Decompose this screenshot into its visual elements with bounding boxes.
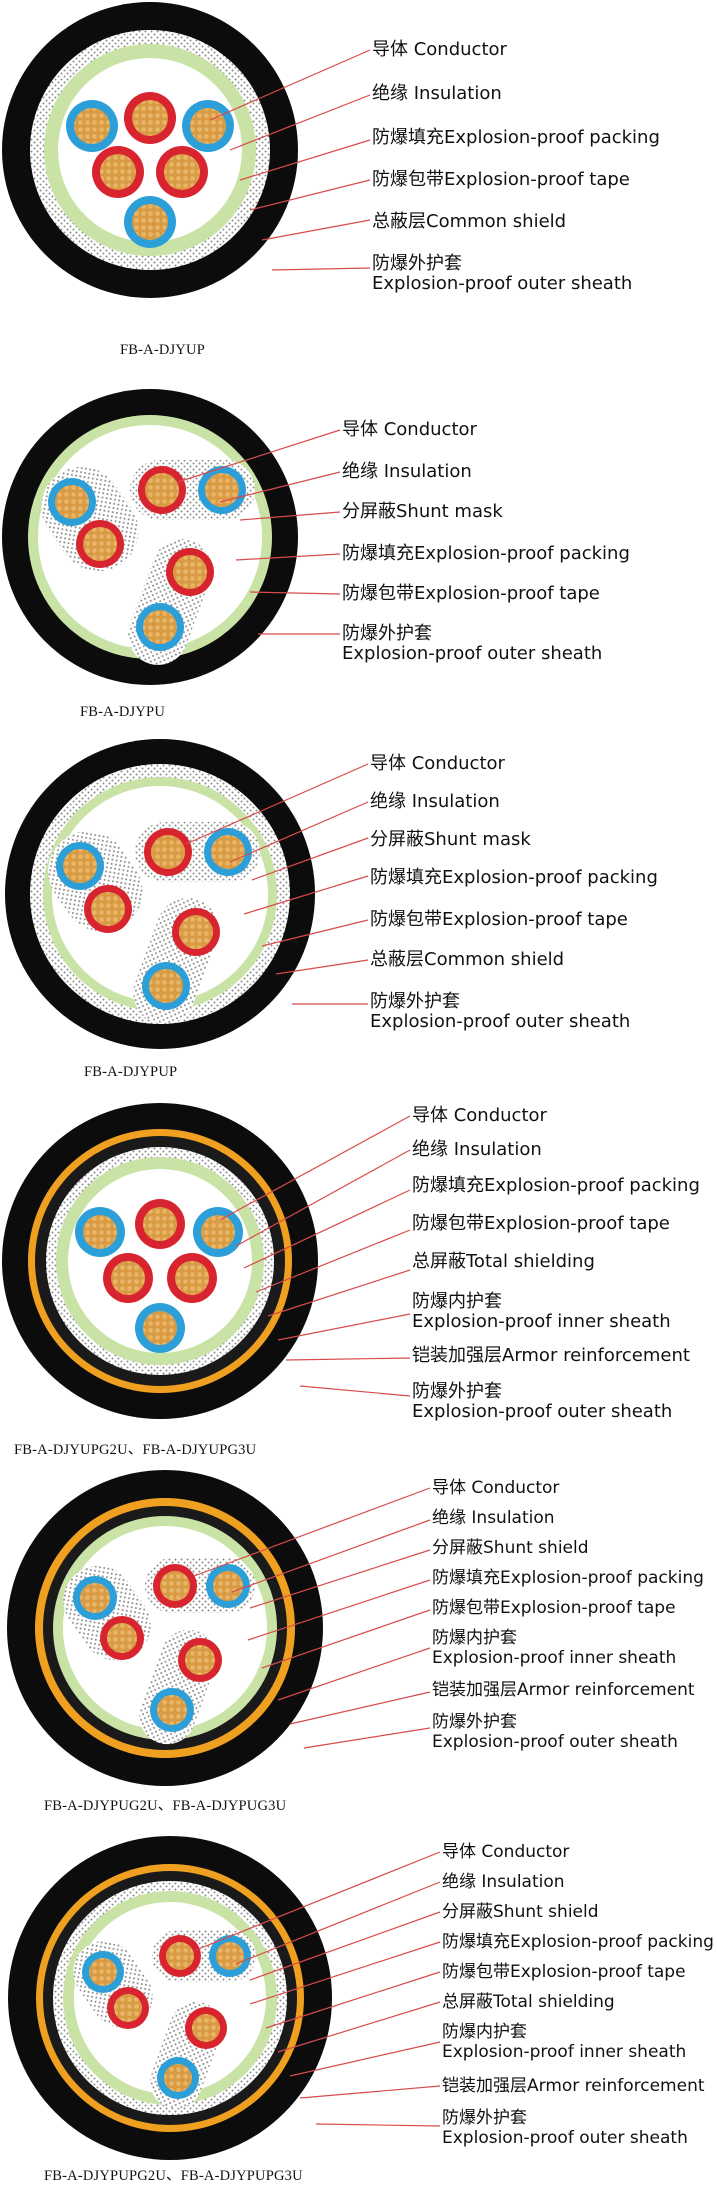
label-outer-sheath-en: Explosion-proof outer sheath [372,273,633,294]
label-outer-sheath-cn: 防爆外护套 [370,991,460,1012]
cores [63,1558,255,1745]
label-outer-sheath-en: Explosion-proof outer sheath [442,2128,688,2148]
label-insulation: 绝缘 Insulation [432,1508,555,1528]
label-conductor: 导体 Conductor [372,39,507,60]
cable-panel-1: 导体 Conductor 绝缘 Insulation 防爆填充Explosion… [0,0,717,370]
label-inner-sheath-en: Explosion-proof inner sheath [412,1311,671,1332]
label-inner-sheath-cn: 防爆内护套 [442,2022,527,2042]
cable-panel-4: 导体 Conductor 绝缘 Insulation 防爆填充Explosion… [0,1096,717,1466]
label-insulation: 绝缘 Insulation [342,461,472,482]
label-outer-sheath-en: Explosion-proof outer sheath [432,1732,678,1752]
label-insulation: 绝缘 Insulation [370,791,500,812]
label-outer-sheath-en: Explosion-proof outer sheath [370,1011,631,1032]
label-tape: 防爆包带Explosion-proof tape [412,1213,670,1234]
label-shunt-shield: 分屏蔽Shunt shield [432,1538,589,1558]
label-common-shield: 总蔽层Common shield [372,211,567,232]
model-name: FB-A-DJYPU [80,704,165,720]
label-packing: 防爆填充Explosion-proof packing [442,1932,714,1952]
cores [75,1199,243,1353]
label-shunt-mask: 分屏蔽Shunt mask [342,501,503,522]
cable-cross-section-1 [2,2,298,298]
label-tape: 防爆包带Explosion-proof tape [370,909,628,930]
label-packing: 防爆填充Explosion-proof packing [370,867,658,888]
cable-panel-5: 导体 Conductor 绝缘 Insulation 分屏蔽Shunt shie… [0,1468,717,1826]
label-conductor: 导体 Conductor [412,1105,547,1126]
label-conductor: 导体 Conductor [370,753,505,774]
label-outer-sheath: 防爆外护套 Explosion-proof outer sheath [372,254,632,294]
cores [41,460,255,665]
label-outer-sheath: 防爆外护套 Explosion-proof outer sheath [342,624,602,664]
label-outer-sheath-cn: 防爆外护套 [412,1381,502,1402]
cable-cross-section-5 [7,1470,323,1786]
label-outer-sheath-cn: 防爆外护套 [372,253,462,274]
label-inner-sheath: 防爆内护套 Explosion-proof inner sheath [442,2022,686,2062]
label-outer-sheath: 防爆外护套 Explosion-proof outer sheath [442,2108,688,2148]
label-armor: 铠装加强层Armor reinforcement [412,1345,690,1366]
label-outer-sheath: 防爆外护套 Explosion-proof outer sheath [432,1712,678,1752]
label-inner-sheath-en: Explosion-proof inner sheath [432,1648,677,1668]
label-total-shielding: 总屏蔽Total shielding [412,1251,595,1272]
label-armor: 铠装加强层Armor reinforcement [442,2076,705,2096]
cable-cross-section-2 [2,389,298,685]
label-shunt-mask: 分屏蔽Shunt mask [370,829,531,850]
label-common-shield: 总蔽层Common shield [370,949,565,970]
label-inner-sheath: 防爆内护套 Explosion-proof inner sheath [412,1292,671,1332]
label-inner-sheath-cn: 防爆内护套 [412,1291,502,1312]
model-name: FB-A-DJYPUG2U、FB-A-DJYPUG3U [44,1798,287,1814]
cores [66,92,234,248]
label-outer-sheath: 防爆外护套 Explosion-proof outer sheath [412,1382,672,1422]
label-tape: 防爆包带Explosion-proof tape [442,1962,686,1982]
label-conductor: 导体 Conductor [342,419,477,440]
label-conductor: 导体 Conductor [442,1842,570,1862]
model-name: FB-A-DJYUP [120,342,205,358]
label-total-shielding: 总屏蔽Total shielding [442,1992,615,2012]
label-tape: 防爆包带Explosion-proof tape [432,1598,676,1618]
cable-cross-section-4 [2,1103,318,1419]
label-outer-sheath-cn: 防爆外护套 [442,2108,527,2128]
cable-panel-3: 导体 Conductor 绝缘 Insulation 分屏蔽Shunt mask… [0,734,717,1094]
cable-cross-section-3 [5,739,315,1049]
label-packing: 防爆填充Explosion-proof packing [372,127,660,148]
label-insulation: 绝缘 Insulation [442,1872,565,1892]
model-name: FB-A-DJYPUP [84,1064,178,1080]
cable-cross-section-6 [8,1836,332,2160]
label-outer-sheath-cn: 防爆外护套 [342,623,432,644]
model-name: FB-A-DJYPUPG2U、FB-A-DJYPUPG3U [44,2168,303,2184]
label-packing: 防爆填充Explosion-proof packing [412,1175,700,1196]
label-shunt-shield: 分屏蔽Shunt shield [442,1902,599,1922]
label-conductor: 导体 Conductor [432,1478,560,1498]
label-outer-sheath-cn: 防爆外护套 [432,1712,517,1732]
label-packing: 防爆填充Explosion-proof packing [432,1568,704,1588]
label-inner-sheath-en: Explosion-proof inner sheath [442,2042,687,2062]
label-insulation: 绝缘 Insulation [412,1139,542,1160]
label-outer-sheath: 防爆外护套 Explosion-proof outer sheath [370,992,630,1032]
label-packing: 防爆填充Explosion-proof packing [342,543,630,564]
label-outer-sheath-en: Explosion-proof outer sheath [342,643,603,664]
label-inner-sheath-cn: 防爆内护套 [432,1628,517,1648]
cable-panel-6: 导体 Conductor 绝缘 Insulation 分屏蔽Shunt shie… [0,1828,717,2188]
model-name: FB-A-DJYUPG2U、FB-A-DJYUPG3U [14,1442,257,1458]
label-inner-sheath: 防爆内护套 Explosion-proof inner sheath [432,1628,676,1668]
cable-panel-2: 导体 Conductor 绝缘 Insulation 分屏蔽Shunt mask… [0,372,717,732]
label-tape: 防爆包带Explosion-proof tape [372,169,630,190]
label-armor: 铠装加强层Armor reinforcement [432,1680,695,1700]
label-tape: 防爆包带Explosion-proof tape [342,583,600,604]
label-outer-sheath-en: Explosion-proof outer sheath [412,1401,673,1422]
label-insulation: 绝缘 Insulation [372,83,502,104]
